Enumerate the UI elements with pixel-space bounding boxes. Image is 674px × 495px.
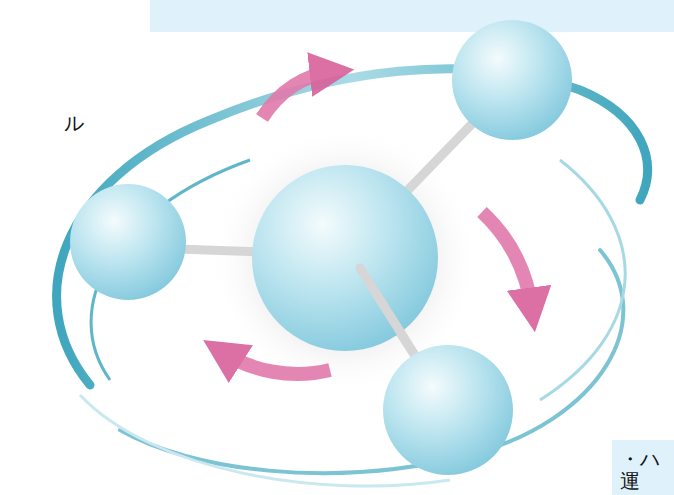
note-text: ・ハ — [620, 448, 660, 470]
note-text: ル — [64, 112, 84, 134]
header-bar — [150, 0, 674, 32]
orbit-rings — [57, 69, 648, 486]
note-panel — [612, 440, 674, 495]
rotation-arrows — [222, 72, 532, 374]
atom-spheres — [70, 20, 572, 475]
note-text: 運 — [620, 470, 640, 492]
